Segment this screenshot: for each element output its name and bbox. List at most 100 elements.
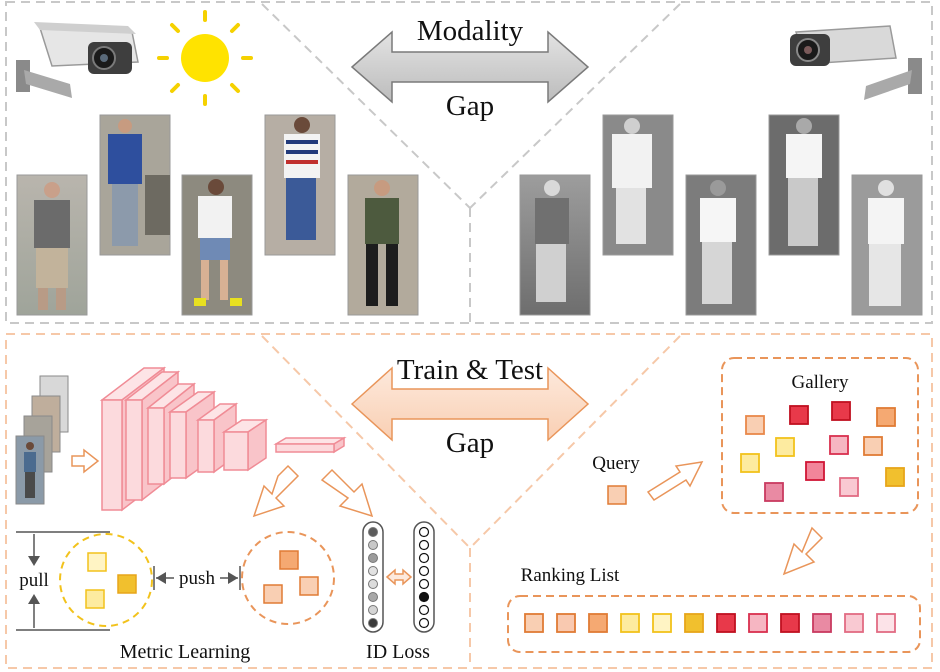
ranking-square xyxy=(556,613,576,633)
sun-icon xyxy=(157,10,253,106)
pull-label: pull xyxy=(19,570,49,591)
metric-sample-square xyxy=(279,550,299,570)
metric-sample-square xyxy=(87,552,107,572)
id-node xyxy=(368,540,378,550)
ranking-square xyxy=(780,613,800,633)
modality-divider-right xyxy=(469,3,681,209)
infrared-person-photo xyxy=(602,114,674,256)
metric-sample-square xyxy=(117,574,137,594)
gallery-square xyxy=(740,453,760,473)
input-arrow xyxy=(71,448,100,474)
query-to-gallery-arrow xyxy=(646,461,704,502)
id-loss: ID Loss xyxy=(362,521,435,663)
ranking-square xyxy=(748,613,768,633)
gallery-square xyxy=(764,482,784,502)
modality-gap-arrow xyxy=(350,30,590,104)
id-loss-caption: ID Loss xyxy=(366,641,430,663)
id-compare-arrow xyxy=(385,568,413,586)
modality-label: Modality xyxy=(417,15,524,47)
metric-sample-square xyxy=(85,589,105,609)
query-label: Query xyxy=(592,453,640,474)
id-node xyxy=(418,578,430,590)
rgb-person-photo xyxy=(181,174,253,316)
modality-divider-left xyxy=(261,3,471,209)
push-cluster-circle xyxy=(241,531,335,625)
gallery-square xyxy=(829,435,849,455)
ranking-square xyxy=(588,613,608,633)
ranking-square xyxy=(652,613,672,633)
gallery-square xyxy=(745,415,765,435)
id-node xyxy=(418,604,430,616)
gallery-to-ranking-arrow xyxy=(782,526,824,576)
cctv-camera-icon xyxy=(790,25,922,100)
crescent-moon-icon xyxy=(728,24,778,90)
gallery: Gallery xyxy=(721,357,919,514)
id-branch-arrow xyxy=(320,468,374,518)
rgb-person-images xyxy=(16,114,419,316)
ranking-square xyxy=(524,613,544,633)
id-column-right xyxy=(413,521,435,633)
gallery-square xyxy=(885,467,905,487)
ranking-square xyxy=(716,613,736,633)
train-test-panel: Train & Test Gap xyxy=(5,333,933,669)
id-node xyxy=(368,527,378,537)
ranking-list-box xyxy=(507,595,921,653)
id-node xyxy=(418,617,430,629)
pull-up-arrowhead xyxy=(28,594,40,604)
gallery-label: Gallery xyxy=(792,372,849,393)
infrared-person-photo xyxy=(685,174,757,316)
feature-vector xyxy=(273,436,347,454)
cnn-layer-block xyxy=(221,418,269,472)
pull-cluster-circle xyxy=(59,533,153,627)
infrared-person-photo xyxy=(851,174,923,316)
push-left-arrowhead xyxy=(156,572,166,584)
gallery-square xyxy=(839,477,859,497)
gallery-box xyxy=(721,357,919,514)
rgb-person-photo xyxy=(264,114,336,256)
infrared-person-images xyxy=(519,114,923,316)
id-node xyxy=(418,591,430,603)
ranking-list: Ranking List xyxy=(507,565,921,653)
ranking-square xyxy=(876,613,896,633)
gallery-square xyxy=(805,461,825,481)
push-right-arrowhead xyxy=(228,572,238,584)
gallery-square xyxy=(876,407,896,427)
modality-panel-border xyxy=(5,1,933,324)
id-node xyxy=(368,566,378,576)
train-test-divider-right xyxy=(469,335,681,549)
metric-branch-arrow xyxy=(252,464,300,518)
modality-panel: Modality Gap xyxy=(5,1,933,324)
id-node xyxy=(368,579,378,589)
ranking-square xyxy=(812,613,832,633)
infrared-person-photo xyxy=(768,114,840,256)
infrared-person-photo xyxy=(519,174,591,316)
pull-down-arrowhead xyxy=(28,556,40,566)
metric-sample-square xyxy=(263,584,283,604)
ranking-square xyxy=(620,613,640,633)
id-node xyxy=(368,605,378,615)
rgb-person-photo xyxy=(16,174,88,316)
cctv-camera-icon xyxy=(16,22,139,98)
gallery-square xyxy=(789,405,809,425)
id-node xyxy=(368,553,378,563)
id-node xyxy=(418,552,430,564)
input-image-stack xyxy=(15,375,69,505)
train-test-gap-arrow xyxy=(350,366,590,442)
gallery-square xyxy=(863,436,883,456)
id-node xyxy=(418,526,430,538)
metric-learning: pull push Metric Learning xyxy=(16,531,335,663)
id-node xyxy=(418,539,430,551)
id-node xyxy=(368,618,378,628)
ranking-list-label: Ranking List xyxy=(521,565,620,586)
push-label: push xyxy=(179,568,215,589)
train-test-label: Train & Test xyxy=(397,354,543,386)
rgb-person-photo xyxy=(347,174,419,316)
cnn-backbone xyxy=(99,366,347,512)
train-test-gap-label: Gap xyxy=(446,427,494,459)
train-test-divider-left xyxy=(261,335,471,549)
query-square xyxy=(607,485,627,505)
metric-sample-square xyxy=(299,576,319,596)
gallery-square xyxy=(775,437,795,457)
id-node xyxy=(418,565,430,577)
